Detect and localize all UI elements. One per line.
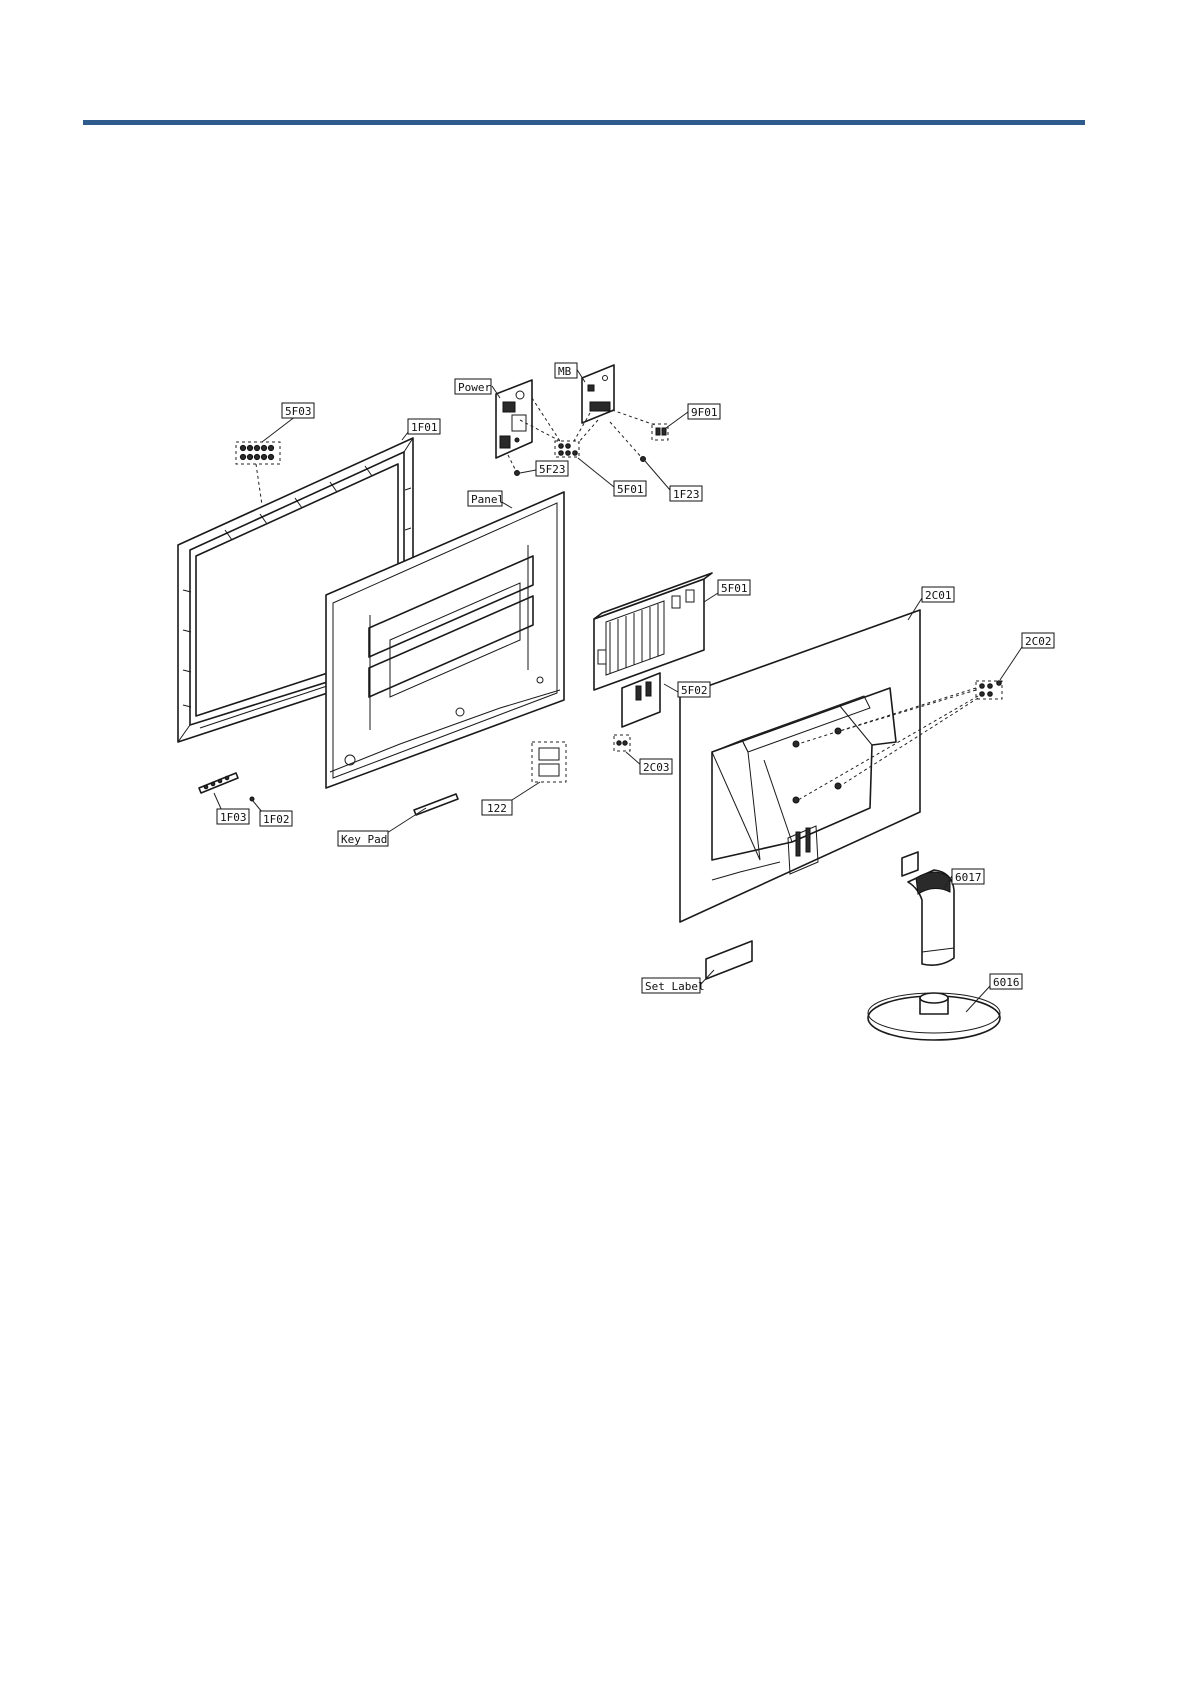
part-stand-base	[868, 993, 1000, 1040]
part-screw-set-5f03	[236, 442, 280, 505]
callout-power: Power	[455, 379, 491, 394]
callout-text: 5F02	[681, 684, 708, 697]
callout-text: 5F01	[617, 483, 644, 496]
callout-1f03: 1F03	[217, 809, 249, 824]
callout-text: 5F03	[285, 405, 312, 418]
callout-5f01-top: 5F01	[614, 481, 646, 496]
callout-key-pad: Key Pad	[338, 831, 388, 846]
part-main-board	[582, 365, 614, 423]
part-rear-cover	[680, 610, 920, 922]
callout-text: Key Pad	[341, 833, 387, 846]
callout-text: 1F03	[220, 811, 247, 824]
callout-2c03: 2C03	[640, 759, 672, 774]
callout-text: 2C02	[1025, 635, 1052, 648]
callout-text: 2C03	[643, 761, 670, 774]
part-stand-neck	[902, 852, 954, 965]
callout-text: 1F23	[673, 488, 700, 501]
callout-text: Set Label	[645, 980, 705, 993]
part-screw-1f23	[610, 422, 646, 462]
callout-122: 122	[482, 800, 512, 815]
callout-text: 6016	[993, 976, 1020, 989]
callout-6017: 6017	[952, 869, 984, 884]
callout-1f23: 1F23	[670, 486, 702, 501]
callout-6016: 6016	[990, 974, 1022, 989]
callout-5f02: 5F02	[678, 682, 710, 697]
part-screw-5f23	[508, 455, 520, 476]
callout-text: 5F01	[721, 582, 748, 595]
part-power-board	[496, 380, 532, 458]
callout-2c02: 2C02	[1022, 633, 1054, 648]
callout-text: Panel	[471, 493, 504, 506]
callout-mb: MB	[555, 363, 577, 378]
callout-set-label: Set Label	[642, 978, 705, 993]
callout-panel: Panel	[468, 491, 504, 506]
callout-9f01: 9F01	[688, 404, 720, 419]
callout-2c01: 2C01	[922, 587, 954, 602]
callout-text: 1F01	[411, 421, 438, 434]
part-screw-9f01	[612, 410, 668, 440]
callout-5f01-mid: 5F01	[718, 580, 750, 595]
callout-1f02: 1F02	[260, 811, 292, 826]
callout-text: Power	[458, 381, 491, 394]
part-screw-2c03	[614, 735, 630, 751]
callout-5f23: 5F23	[536, 461, 568, 476]
callout-text: 5F23	[539, 463, 566, 476]
part-accessory-122	[532, 742, 566, 782]
part-set-label	[706, 941, 752, 979]
callout-5f03: 5F03	[282, 403, 314, 418]
callout-1f01: 1F01	[408, 419, 440, 434]
callout-text: 6017	[955, 871, 982, 884]
callout-text: 9F01	[691, 406, 718, 419]
callout-text: 122	[487, 802, 507, 815]
callout-text: 1F02	[263, 813, 290, 826]
callout-text: MB	[558, 365, 572, 378]
callout-text: 2C01	[925, 589, 952, 602]
part-screw-1f02	[250, 797, 254, 801]
part-keypad-board-1f03	[199, 773, 238, 793]
